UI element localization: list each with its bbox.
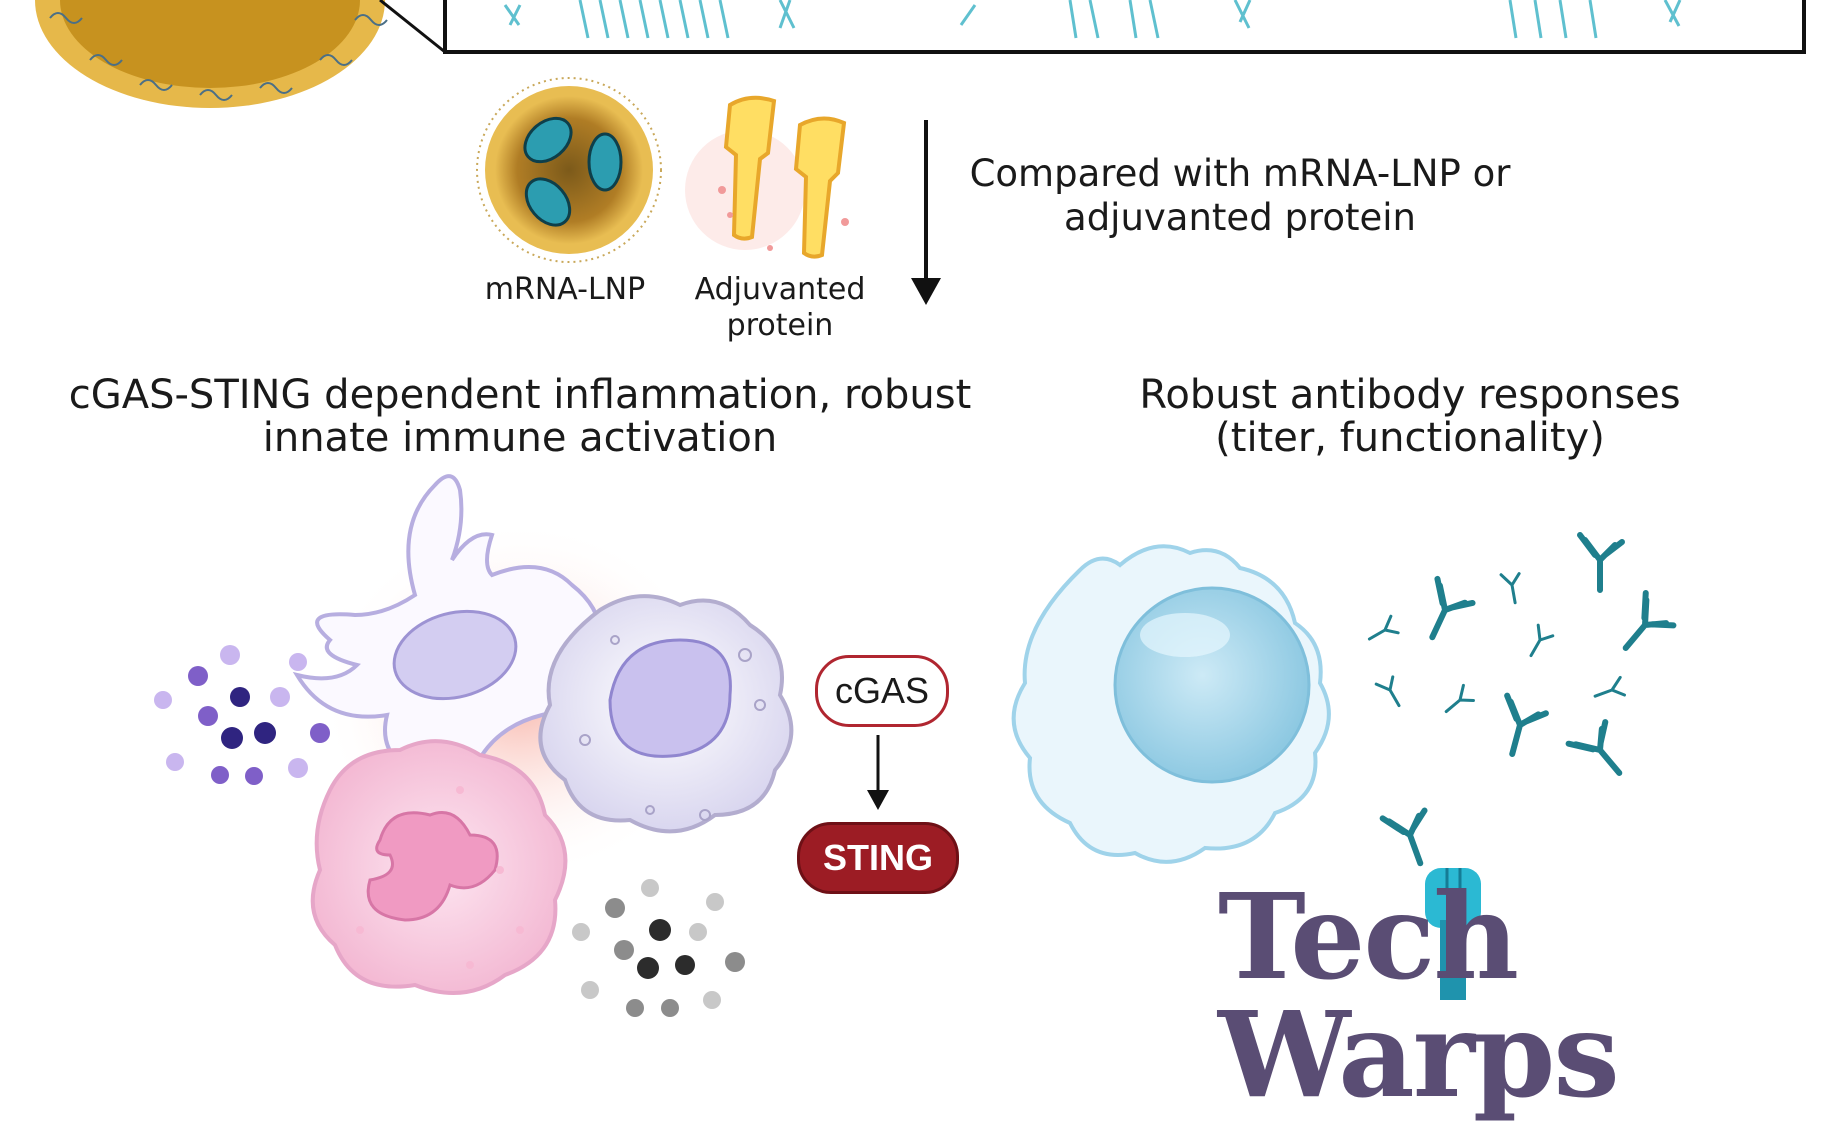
logo-receptor-icon [1425, 868, 1481, 1000]
comparison-caption-line2: adjuvanted protein [1064, 196, 1416, 240]
innate-response-heading-line1: cGAS-STING dependent inflammation, robus… [68, 372, 972, 418]
zoom-bilayer-box [443, 0, 1806, 54]
grey-cytokine-dots [572, 879, 745, 1017]
innate-response-heading-line2: innate immune activation [262, 415, 778, 462]
comparison-caption: Compared with mRNA-LNP or adjuvanted pro… [950, 152, 1530, 241]
cgas-sting-arrow [867, 735, 889, 810]
pink-neutrophil [310, 739, 568, 995]
dendritic-cell [292, 474, 603, 784]
antibody-response-heading: Robust antibody responses (titer, functi… [1080, 372, 1740, 462]
diagram-artwork [35, 0, 1806, 1017]
techwarps-logo: TechWarps [1218, 878, 1824, 1114]
adjuvanted-protein-shapes [685, 95, 849, 259]
antibodies [1379, 532, 1677, 867]
sting-badge: STING [797, 822, 959, 894]
adjuvanted-protein-label-line2: protein [726, 308, 834, 343]
mrna-lnp-particle [476, 77, 662, 263]
adjuvanted-protein-label-line1: Adjuvanted [694, 272, 866, 307]
small-antibodies [1367, 572, 1626, 714]
down-arrow [911, 120, 941, 305]
logo-text-warps: Warps [1218, 985, 1620, 1124]
cgas-badge: cGAS [815, 655, 949, 727]
lavender-cell [538, 594, 794, 834]
logo-text-tech: Tech [1218, 867, 1519, 1006]
mrna-lnp-label: mRNA-LNP [484, 272, 646, 307]
b-cell [1011, 544, 1331, 864]
top-nanoparticle [35, 0, 446, 108]
comparison-caption-line1: Compared with mRNA-LNP or [969, 152, 1511, 195]
innate-response-heading: cGAS-STING dependent inflammation, robus… [50, 372, 990, 462]
antibody-response-heading-line1: Robust antibody responses [1139, 372, 1681, 418]
adjuvanted-protein-label: Adjuvanted protein [680, 272, 880, 344]
purple-cytokine-dots [154, 645, 330, 785]
antibody-response-heading-line2: (titer, functionality) [1215, 415, 1605, 462]
